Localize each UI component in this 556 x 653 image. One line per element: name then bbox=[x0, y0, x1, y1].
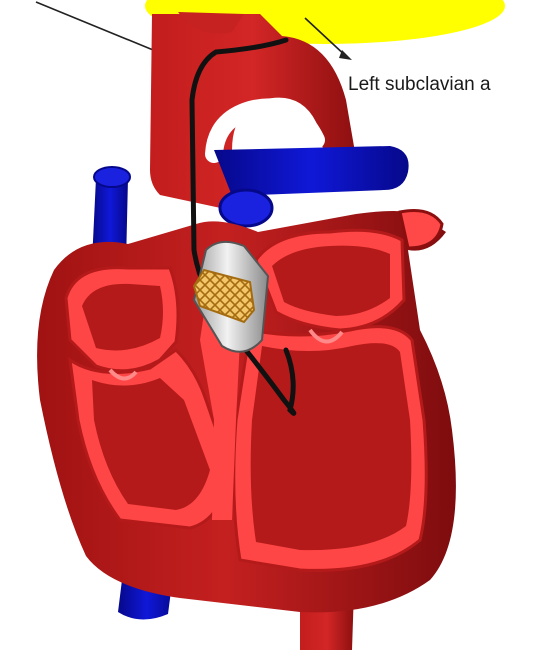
pulmonary-opening bbox=[220, 190, 272, 226]
right-atrium-inner bbox=[82, 284, 163, 351]
svc-opening bbox=[94, 167, 130, 187]
left-subclavian-label: Left subclavian a bbox=[348, 74, 491, 96]
left-ventricle-inner bbox=[251, 343, 412, 550]
pulmonary-artery bbox=[214, 146, 409, 196]
leader-line-left bbox=[36, 2, 158, 52]
